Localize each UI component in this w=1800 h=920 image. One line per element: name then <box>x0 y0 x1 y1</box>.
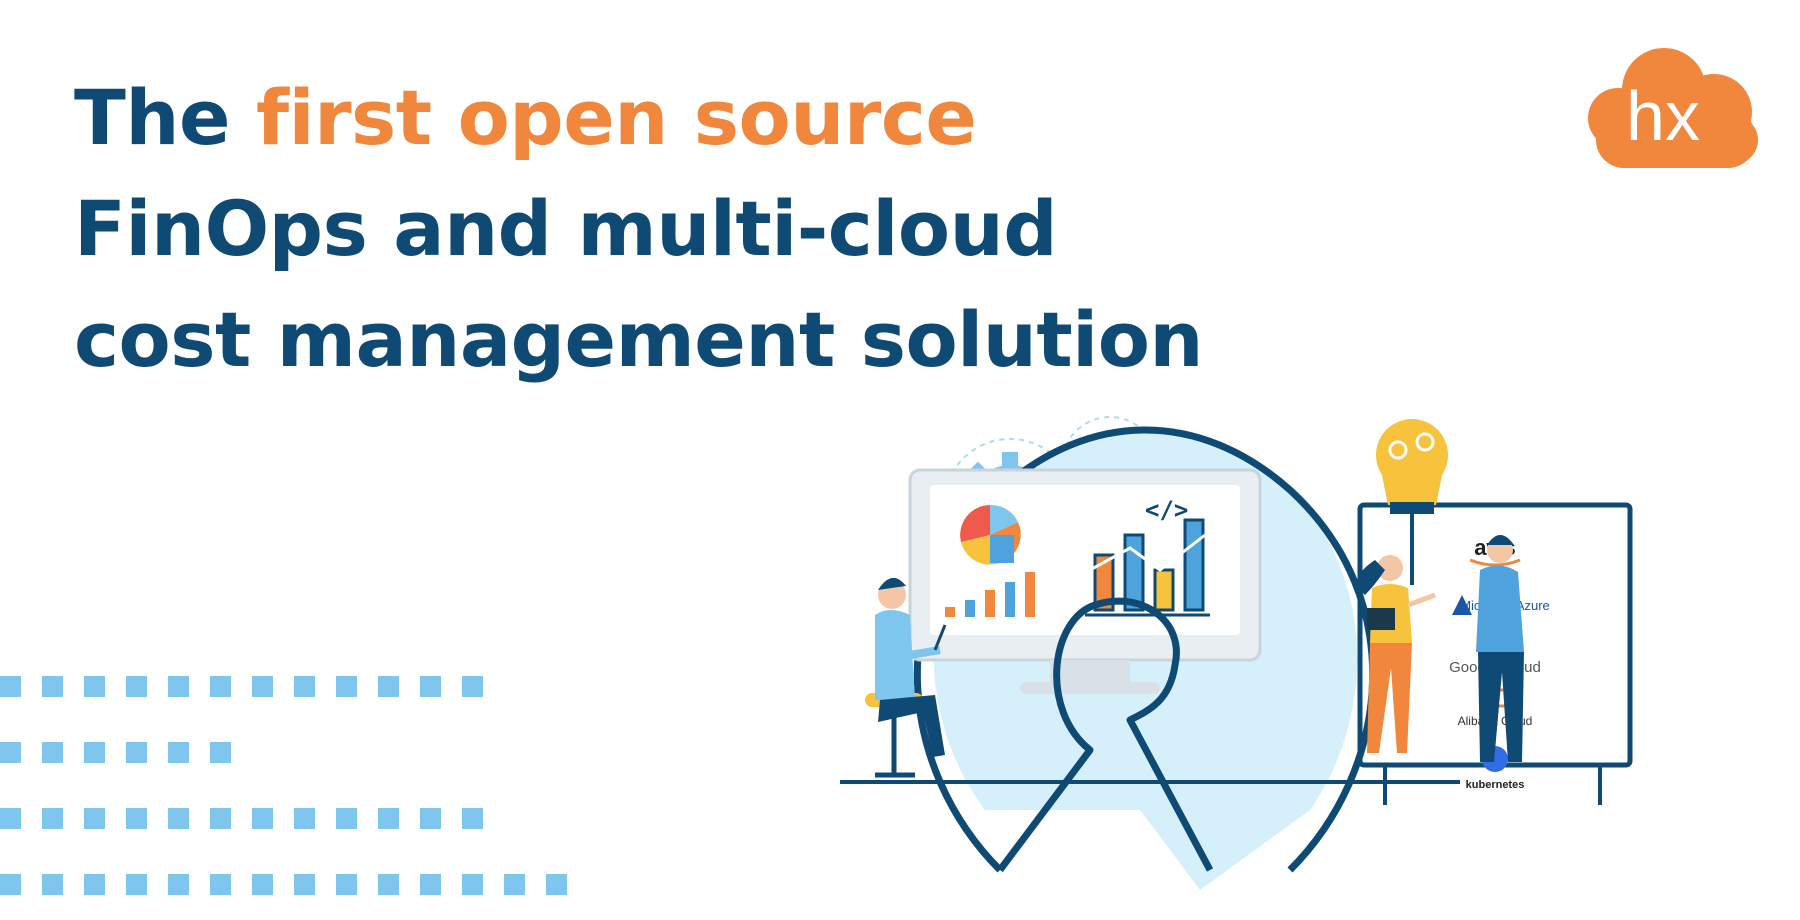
code-icon: </> <box>1145 496 1188 524</box>
decorative-dots <box>0 676 567 895</box>
dot <box>126 808 147 829</box>
lightbulb-icon <box>1376 419 1448 585</box>
person-man <box>1476 535 1524 762</box>
dot <box>462 874 483 895</box>
pie-chart-icon <box>960 504 1021 565</box>
provider-kubernetes: kubernetes <box>1466 779 1525 791</box>
dot <box>84 874 105 895</box>
dot <box>546 874 567 895</box>
dot <box>168 808 189 829</box>
person-woman <box>1357 555 1436 753</box>
dot <box>168 676 189 697</box>
dot <box>42 676 63 697</box>
dot <box>210 808 231 829</box>
dot <box>0 808 21 829</box>
logo-text: hx <box>1626 77 1700 155</box>
bar-chart-icon <box>945 572 1035 617</box>
headline-line-3: cost management solution <box>74 295 1204 384</box>
trend-chart-icon <box>1085 518 1210 617</box>
finops-illustration: aws Microsoft Azure Google Cloud Alibaba… <box>840 416 1633 890</box>
dot <box>378 874 399 895</box>
dot <box>294 808 315 829</box>
dot <box>378 676 399 697</box>
dot <box>462 808 483 829</box>
dot <box>0 676 21 697</box>
dot <box>168 874 189 895</box>
headline: The first open source FinOps and multi-c… <box>74 62 1204 395</box>
dot <box>84 676 105 697</box>
dot <box>252 874 273 895</box>
monitor: </> <box>908 468 1262 694</box>
person-sitting <box>865 577 947 778</box>
dot <box>0 742 21 763</box>
azure-icon <box>1452 595 1472 615</box>
dot <box>378 808 399 829</box>
dot <box>126 874 147 895</box>
dot <box>84 808 105 829</box>
dot <box>0 874 21 895</box>
dot <box>294 676 315 697</box>
dot <box>462 676 483 697</box>
hx-cloud-logo: hx <box>1588 48 1758 168</box>
dot <box>420 676 441 697</box>
headline-line-1-start: The <box>74 73 256 162</box>
dot <box>210 874 231 895</box>
dot <box>126 676 147 697</box>
dot <box>42 742 63 763</box>
cloud-logo-icon <box>1588 48 1758 168</box>
dot <box>420 874 441 895</box>
dot <box>210 742 231 763</box>
dot <box>210 676 231 697</box>
dot <box>252 676 273 697</box>
pin-inner-outline <box>997 597 1214 873</box>
dot <box>336 808 357 829</box>
dot <box>252 808 273 829</box>
dot <box>336 874 357 895</box>
dot <box>420 808 441 829</box>
headline-line-2: FinOps and multi-cloud <box>74 184 1058 273</box>
dot <box>42 874 63 895</box>
dot <box>294 874 315 895</box>
dot <box>126 742 147 763</box>
dot <box>84 742 105 763</box>
headline-accent: first open source <box>255 73 977 162</box>
dot <box>336 676 357 697</box>
dot <box>168 742 189 763</box>
dot <box>504 874 525 895</box>
headline-line-1: The first open source <box>74 62 1203 173</box>
dot <box>42 808 63 829</box>
